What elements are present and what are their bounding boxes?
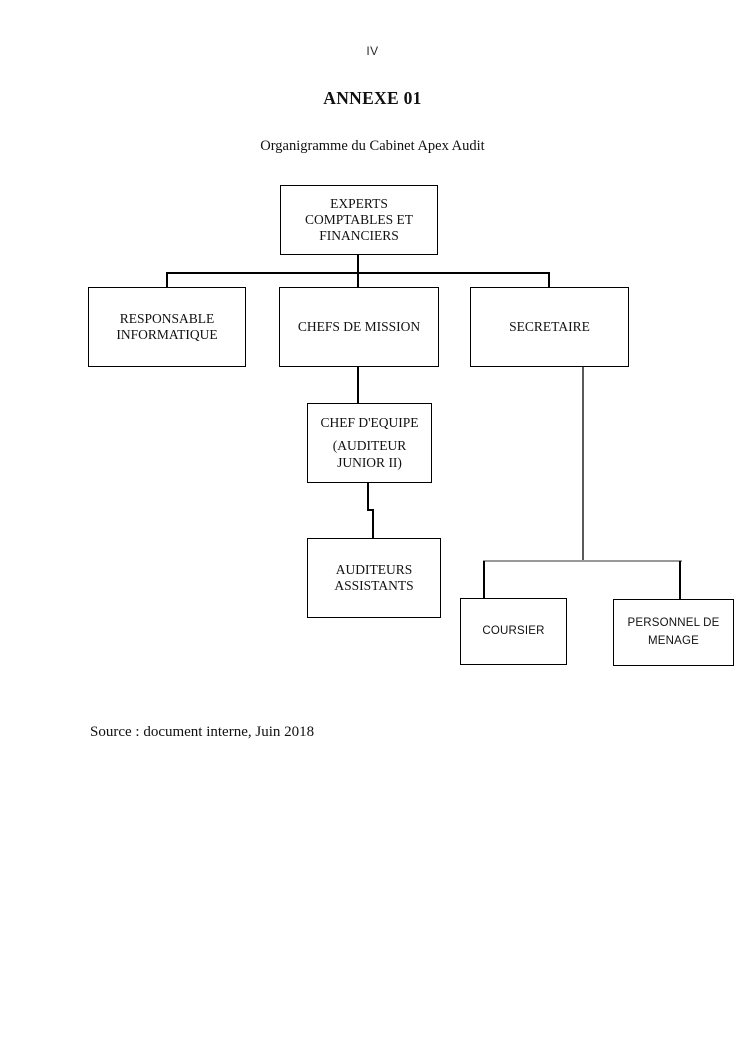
org-box-responsable-informatique: RESPONSABLE INFORMATIQUE	[88, 287, 246, 367]
connector-chefs-to-chef-equipe	[357, 366, 359, 404]
connector-level3-bar	[483, 560, 682, 562]
connector-chef-equipe-stem-bottom	[372, 509, 374, 539]
connector-drop-responsable	[166, 272, 168, 288]
connector-chef-equipe-jog	[367, 509, 374, 511]
org-box-auditeurs-assistants: AUDITEURS ASSISTANTS	[307, 538, 441, 618]
chart-subtitle: Organigramme du Cabinet Apex Audit	[260, 138, 485, 154]
annexe-title: ANNEXE 01	[323, 88, 422, 108]
org-box-chef-equipe: CHEF D'EQUIPE (AUDITEUR JUNIOR II)	[307, 403, 432, 483]
connector-drop-chefs-mission	[357, 272, 359, 288]
source-note: Source : document interne, Juin 2018	[90, 724, 315, 740]
connector-chef-equipe-stem-top	[367, 482, 369, 511]
org-box-label: EXPERTS COMPTABLES ET FINANCIERS	[304, 195, 414, 244]
org-box-label: CHEF D'EQUIPE	[320, 415, 419, 431]
org-box-experts-comptables: EXPERTS COMPTABLES ET FINANCIERS	[280, 185, 438, 255]
connector-drop-personnel	[679, 561, 681, 599]
connector-secretaire-stem	[582, 366, 584, 561]
org-box-label: AUDITEURS ASSISTANTS	[334, 561, 414, 593]
org-box-label: CHEFS DE MISSION	[297, 318, 421, 334]
connector-drop-coursier	[483, 561, 485, 598]
org-box-personnel-menage: PERSONNEL DE MENAGE	[613, 599, 734, 666]
org-box-sublabel: (AUDITEUR JUNIOR II)	[332, 438, 407, 470]
org-box-label: PERSONNEL DE MENAGE	[627, 616, 720, 647]
org-box-chefs-de-mission: CHEFS DE MISSION	[279, 287, 439, 367]
page-number: IV	[366, 44, 379, 58]
connector-drop-secretaire	[548, 272, 550, 288]
org-box-secretaire: SECRETAIRE	[470, 287, 629, 367]
org-box-coursier: COURSIER	[460, 598, 567, 665]
org-box-label: RESPONSABLE INFORMATIQUE	[116, 310, 218, 342]
connector-root-stem	[357, 254, 359, 274]
org-box-label: SECRETAIRE	[509, 318, 590, 334]
org-box-label: COURSIER	[482, 624, 545, 637]
